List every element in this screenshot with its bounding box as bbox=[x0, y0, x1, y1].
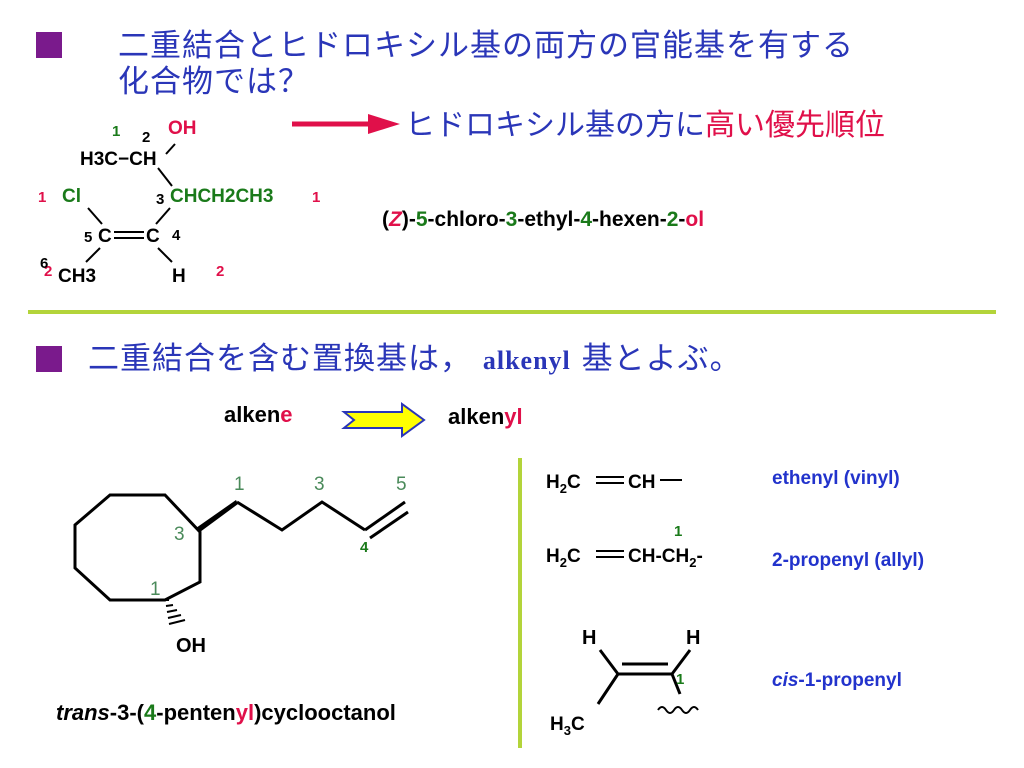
alkenyl-stem: alken bbox=[448, 404, 505, 429]
oh-label: OH bbox=[168, 118, 197, 139]
section2-heading: 二重結合を含む置換基は， alkenyl 基とよぶ。 bbox=[88, 340, 742, 380]
cyclooctanol-structure: 1 3 5 4 3 1 OH bbox=[73, 474, 409, 657]
name-part-num: 2 bbox=[666, 208, 679, 231]
priority-arrow bbox=[292, 114, 400, 134]
bullet-square bbox=[36, 32, 62, 58]
h-label: H bbox=[172, 266, 186, 287]
num-4: 4 bbox=[172, 227, 181, 244]
name-part-num: 4 bbox=[580, 208, 593, 231]
num-6: 6 bbox=[40, 255, 48, 272]
propenyl-h1: H bbox=[582, 627, 596, 649]
ch3-label: CH3 bbox=[58, 266, 96, 287]
name-part-z: Z bbox=[389, 208, 402, 231]
name-part-yl: yl bbox=[235, 700, 255, 725]
name-part: -3-( bbox=[109, 700, 145, 725]
name-part-num: 3 bbox=[505, 208, 518, 231]
chain-num-5: 5 bbox=[396, 474, 407, 495]
num-1a: 1 bbox=[112, 123, 120, 140]
ring-num-1: 1 bbox=[150, 579, 161, 600]
priority-text: ヒドロキシル基の方に高い優先順位 bbox=[405, 108, 885, 144]
heading-line2: 化合物では？ bbox=[118, 64, 310, 100]
cyclooctanol-name: trans-3-(4-pentenyl)cyclooctanol bbox=[56, 700, 396, 726]
hexenol-name: (Z)-5-chloro-3-ethyl-4-hexen-2-ol bbox=[382, 208, 704, 232]
heading2-jp1: 二重結合を含む置換基は， bbox=[88, 341, 472, 377]
priority-text-plain: ヒドロキシル基の方に bbox=[405, 108, 705, 143]
name-part-ol: ol bbox=[685, 208, 705, 231]
name-part-trans: trans bbox=[56, 700, 110, 725]
svg-text:H2C: H2C bbox=[546, 472, 581, 496]
svg-text:CH: CH bbox=[628, 472, 655, 493]
name-part: ( bbox=[382, 208, 389, 231]
name-part: -hexen- bbox=[592, 208, 667, 231]
chain-num-3: 3 bbox=[314, 474, 325, 495]
chain-num-4: 4 bbox=[360, 539, 369, 556]
ethyl-group: CHCH2CH3 bbox=[170, 186, 273, 207]
substituent-structures: H2C CH 1 H2C CH-CH2- H H 1 H3C bbox=[546, 472, 703, 738]
svg-text:CH-CH2-: CH-CH2- bbox=[628, 546, 703, 570]
c4-label: C bbox=[146, 226, 160, 247]
pri-2-left: 2 bbox=[44, 263, 52, 280]
num-2a: 2 bbox=[142, 129, 150, 146]
conversion-arrow-icon bbox=[341, 402, 426, 438]
name-part: -penten bbox=[156, 700, 236, 725]
c5-label: C bbox=[98, 226, 112, 247]
h3c-ch: H3C−CH bbox=[80, 149, 157, 170]
name-part: )- bbox=[401, 208, 416, 231]
propenyl-h2: H bbox=[686, 627, 700, 649]
heading-line1: 二重結合とヒドロキシル基の両方の官能基を有する bbox=[118, 28, 854, 64]
name-part-num: 5 bbox=[415, 208, 428, 231]
chain-num-1: 1 bbox=[234, 474, 245, 495]
name-part: -chloro- bbox=[427, 208, 506, 231]
pri-1-right: 1 bbox=[312, 189, 320, 206]
svg-text:H3C: H3C bbox=[550, 714, 585, 738]
heading2-alkenyl: alkenyl bbox=[482, 346, 571, 375]
priority-text-red: 高い優先順位 bbox=[705, 108, 885, 143]
pri-2-right: 2 bbox=[216, 263, 224, 280]
name-part: -ethyl- bbox=[517, 208, 581, 231]
name-part: )cyclooctanol bbox=[254, 700, 396, 725]
allyl-name: 2-propenyl (allyl) bbox=[772, 550, 925, 571]
name-part-num: 4 bbox=[144, 700, 157, 725]
alkene-label: alkene bbox=[224, 402, 293, 428]
hexenol-structure: OH 1 2 H3C−CH 1 Cl 3 CHCH2CH3 1 5 C C 4 … bbox=[38, 118, 320, 287]
num-3: 3 bbox=[156, 191, 164, 208]
num-5: 5 bbox=[84, 229, 92, 246]
heading2-jp2: 基とよぶ。 bbox=[581, 341, 742, 377]
name-part: - bbox=[678, 208, 686, 231]
cis-propenyl-name: cis-1-propenyl bbox=[772, 670, 902, 692]
svg-text:H2C: H2C bbox=[546, 546, 581, 570]
allyl-num-1: 1 bbox=[674, 523, 682, 540]
alkenyl-label: alkenyl bbox=[448, 404, 523, 430]
cis-prefix: cis bbox=[772, 670, 799, 691]
section-divider bbox=[28, 310, 996, 314]
ring-num-3: 3 bbox=[174, 524, 185, 545]
propenyl-num-1: 1 bbox=[676, 671, 684, 688]
alkene-suffix: e bbox=[280, 402, 293, 427]
alkenyl-suffix: yl bbox=[504, 404, 523, 429]
oh-label: OH bbox=[176, 635, 206, 657]
vertical-divider bbox=[518, 458, 522, 748]
section1-heading: 二重結合とヒドロキシル基の両方の官能基を有する 化合物では？ bbox=[118, 28, 854, 100]
alkene-stem: alken bbox=[224, 402, 281, 427]
pri-1-left: 1 bbox=[38, 189, 46, 206]
cl-label: Cl bbox=[62, 186, 81, 207]
bullet-square bbox=[36, 346, 62, 372]
propenyl-rest: -1-propenyl bbox=[798, 670, 902, 691]
vinyl-name: ethenyl (vinyl) bbox=[772, 468, 900, 489]
